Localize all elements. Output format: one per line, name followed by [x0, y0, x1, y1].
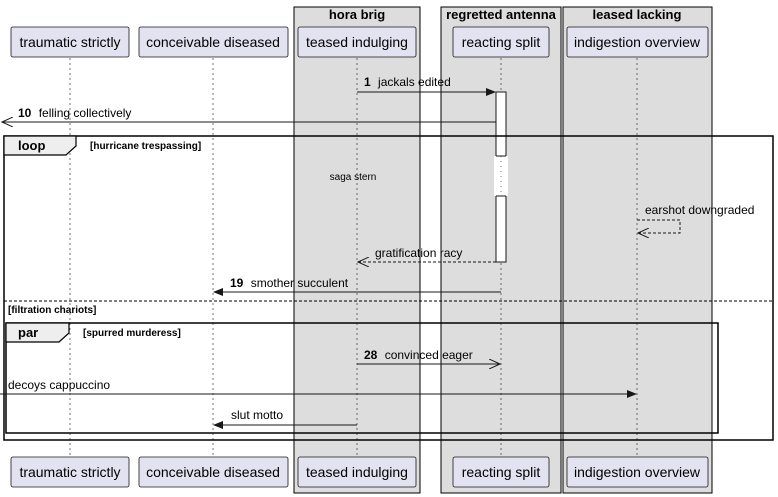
message-slut-motto: slut motto — [213, 408, 357, 429]
delay-gap — [494, 156, 508, 196]
participant-headers: traumatic strictly conceivable diseased … — [10, 26, 709, 58]
group-title: hora brig — [329, 7, 385, 22]
loop-else-condition: [filtration chariots] — [8, 305, 96, 316]
loop-keyword: loop — [18, 138, 45, 153]
message-1: 1 jackals edited — [357, 75, 496, 96]
participant-traumatic-strictly: traumatic strictly — [10, 26, 130, 58]
participant-teased-indulging: teased indulging — [297, 26, 417, 58]
loop-frame: loop [hurricane trespassing] [filtration… — [3, 135, 774, 441]
participant-label: traumatic strictly — [19, 34, 120, 50]
group-title: regretted antenna — [446, 7, 557, 22]
message-number: 1 — [364, 75, 371, 89]
participant-label: reacting split — [462, 34, 541, 50]
group-title: leased lacking — [593, 7, 682, 22]
par-condition: [spurred murderess] — [83, 328, 181, 339]
message-label: jackals edited — [377, 75, 451, 89]
participant-footer-indigestion-overview: indigestion overview — [566, 456, 709, 488]
loop-condition: [hurricane trespassing] — [90, 141, 201, 152]
participant-footers: traumatic strictly conceivable diseased … — [10, 456, 709, 488]
svg-text:1 jackals edited: 1 jackals edited — [364, 75, 451, 89]
message-28: 28 convinced eager — [357, 348, 500, 364]
message-label: decoys cappuccino — [8, 378, 110, 392]
par-keyword: par — [18, 325, 38, 340]
participant-footer-teased-indulging: teased indulging — [297, 456, 417, 488]
message-gratification-racy: gratification racy — [358, 246, 496, 262]
participant-label: reacting split — [462, 464, 541, 480]
group-leased-lacking: leased lacking — [562, 6, 713, 494]
participant-reacting-split: reacting split — [452, 26, 550, 58]
participant-label: conceivable diseased — [146, 464, 280, 480]
participant-label: teased indulging — [306, 464, 408, 480]
message-label: smother succulent — [251, 276, 349, 290]
delay-label: saga stern — [330, 172, 377, 183]
participant-label: indigestion overview — [574, 34, 701, 50]
message-label: convinced eager — [385, 348, 473, 362]
svg-text:19 smother succulent: 19 smother succulent — [230, 276, 349, 290]
svg-text:28 convinced eager: 28 convinced eager — [364, 348, 473, 362]
message-self-earshot: earshot downgraded — [637, 203, 754, 233]
participant-footer-reacting-split: reacting split — [452, 456, 550, 488]
svg-text:10 felling collectively: 10 felling collectively — [18, 106, 131, 120]
participant-label: traumatic strictly — [19, 464, 120, 480]
participant-label: teased indulging — [306, 34, 408, 50]
participant-label: conceivable diseased — [146, 34, 280, 50]
message-label: earshot downgraded — [645, 203, 754, 217]
participant-footer-conceivable-diseased: conceivable diseased — [138, 456, 289, 488]
message-number: 28 — [364, 348, 378, 362]
message-10: 10 felling collectively — [2, 106, 496, 122]
message-decoys-cappuccino: decoys cappuccino — [0, 378, 637, 398]
participant-label: indigestion overview — [574, 464, 701, 480]
message-label: gratification racy — [375, 246, 462, 260]
message-number: 10 — [18, 106, 32, 120]
message-number: 19 — [230, 276, 244, 290]
participant-conceivable-diseased: conceivable diseased — [138, 26, 289, 58]
par-frame: par [spurred murderess] — [5, 322, 719, 434]
message-label: slut motto — [231, 408, 283, 422]
participant-footer-traumatic-strictly: traumatic strictly — [10, 456, 130, 488]
message-19: 19 smother succulent — [213, 276, 501, 296]
participant-indigestion-overview: indigestion overview — [566, 26, 709, 58]
message-label: felling collectively — [39, 106, 132, 120]
